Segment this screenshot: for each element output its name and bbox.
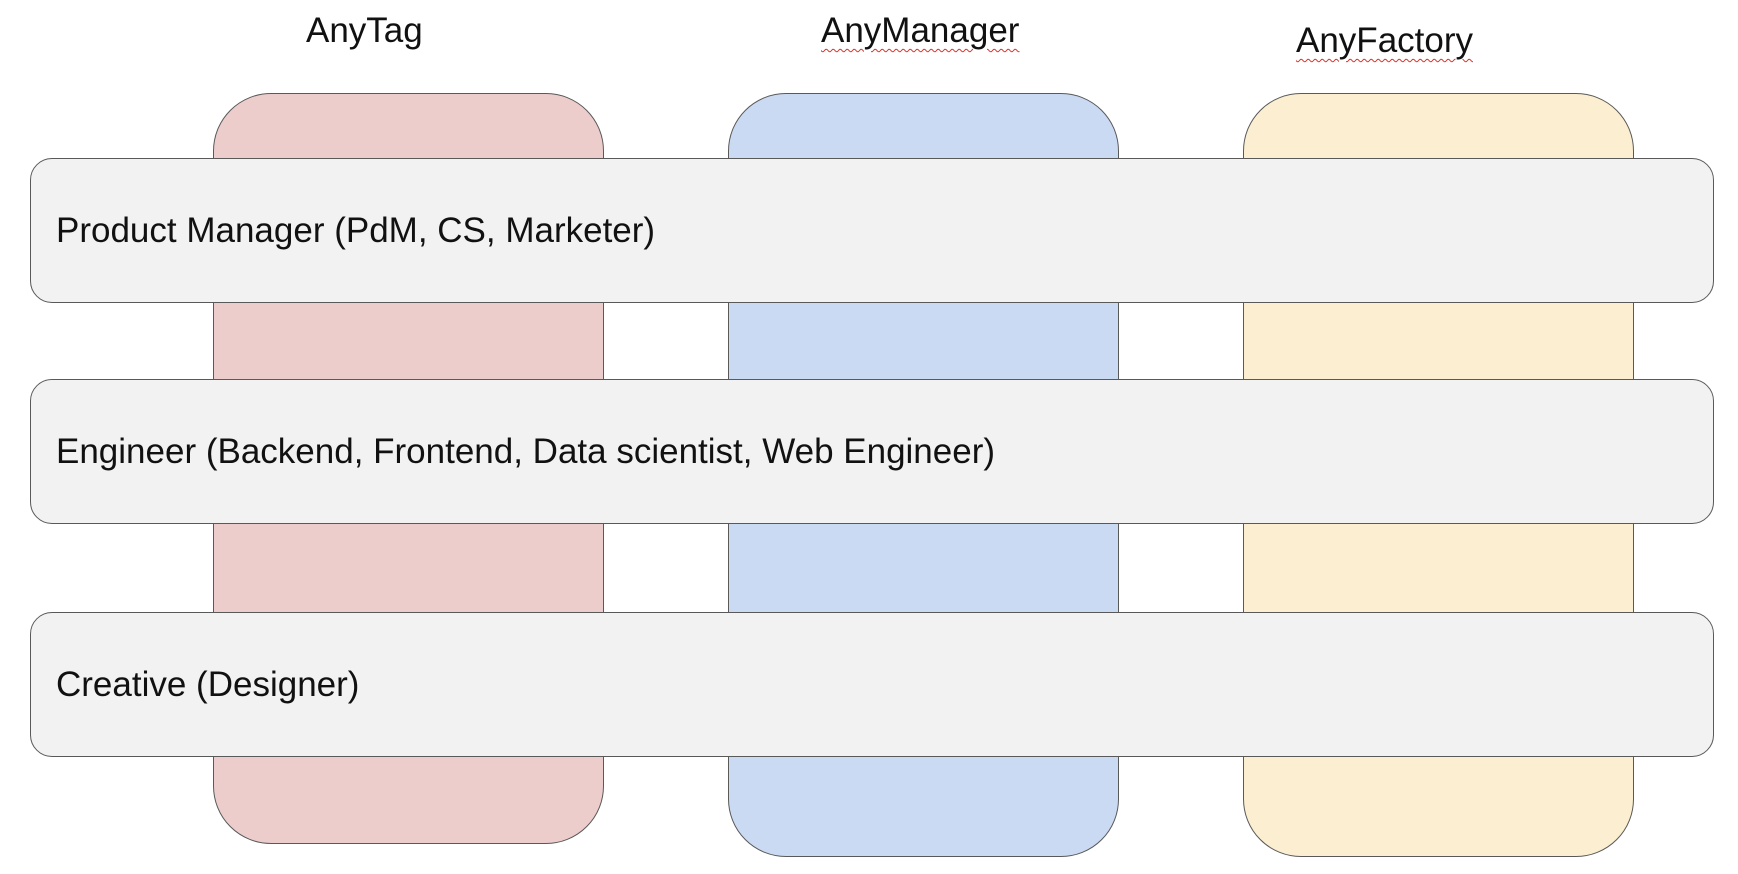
role-label-product-manager: Product Manager (PdM, CS, Marketer) xyxy=(56,210,656,250)
column-title-anytag: AnyTag xyxy=(306,11,423,50)
role-row-engineer: Engineer (Backend, Frontend, Data scient… xyxy=(30,379,1714,524)
role-row-product-manager: Product Manager (PdM, CS, Marketer) xyxy=(30,158,1714,303)
column-title-anymanager: AnyManager xyxy=(821,11,1020,50)
role-label-engineer: Engineer (Backend, Frontend, Data scient… xyxy=(56,431,996,471)
column-title-anyfactory: AnyFactory xyxy=(1296,21,1473,60)
role-row-creative: Creative (Designer) xyxy=(30,612,1714,757)
role-label-creative: Creative (Designer) xyxy=(56,664,360,704)
